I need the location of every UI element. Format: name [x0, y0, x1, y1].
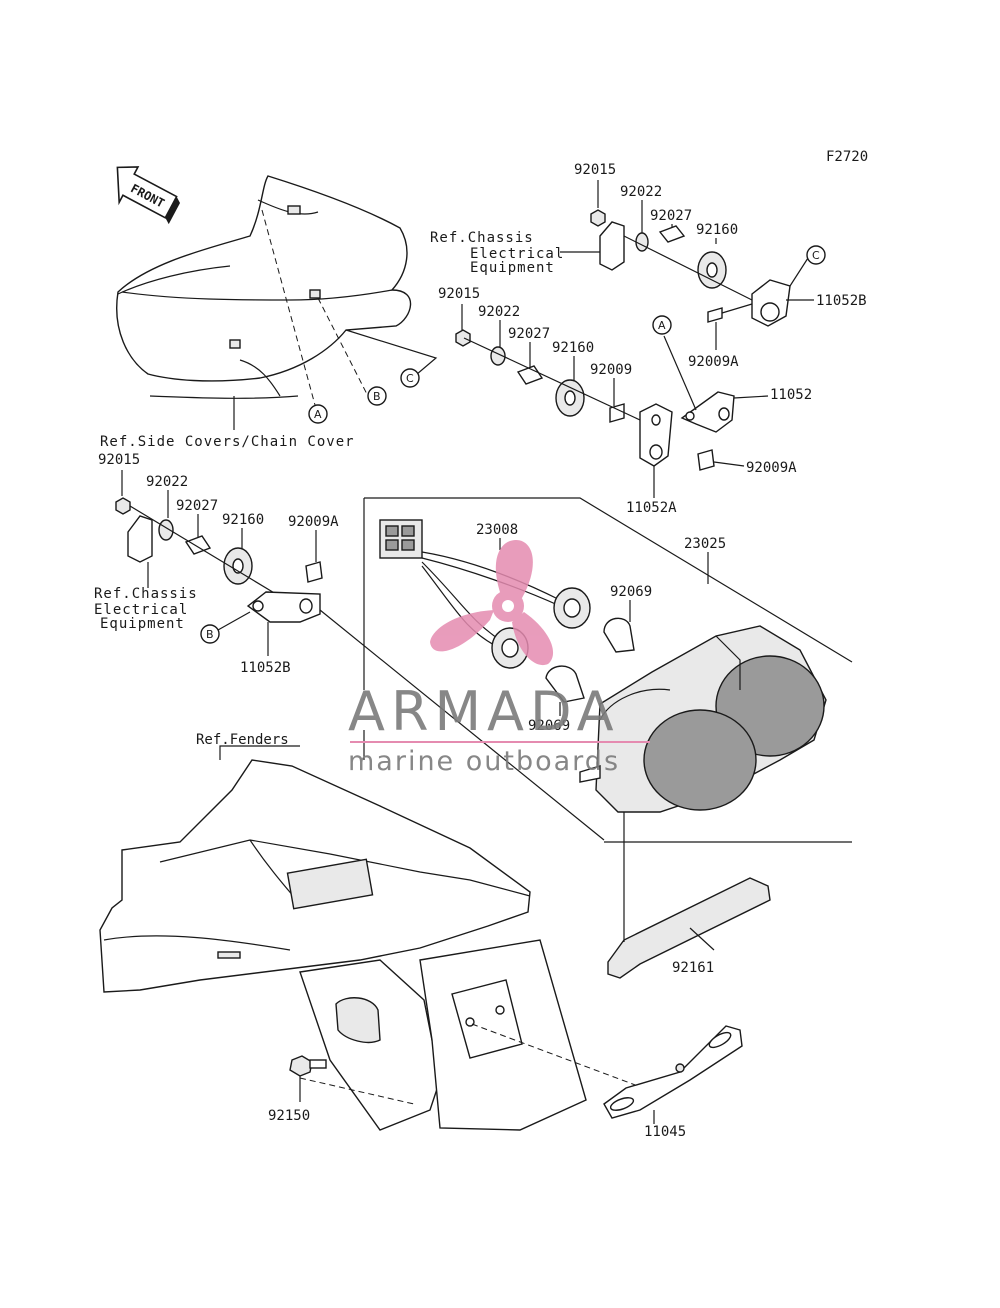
label-92009A-mid: 92009A: [746, 460, 797, 476]
ref-chassis-top-2: Electrical: [470, 246, 564, 262]
svg-text:B: B: [373, 390, 381, 403]
bolt-92150: [289, 1055, 327, 1077]
label-92069-b: 92069: [528, 718, 570, 734]
watermark-brand: ARMADA: [348, 680, 620, 743]
license-bracket-11045: [603, 1025, 743, 1119]
armada-watermark: ARMADA marine outboards: [348, 540, 650, 777]
label-92160-top: 92160: [696, 222, 738, 238]
bolt-92009A-mid: [697, 449, 715, 471]
callout-b-cowl: B: [367, 386, 387, 406]
bolt-92009A-left: [305, 561, 323, 583]
svg-text:C: C: [812, 249, 820, 262]
label-92015-mid: 92015: [438, 286, 480, 302]
svg-text:A: A: [658, 319, 666, 332]
label-92150: 92150: [268, 1108, 310, 1124]
bulb-92069-a: [603, 617, 635, 653]
bracket-92161: [607, 877, 771, 979]
label-92022-mid: 92022: [478, 304, 520, 320]
lamp-mount-stud: [579, 765, 601, 783]
ref-side-covers: Ref.Side Covers/Chain Cover: [100, 434, 355, 450]
callout-a-cowl: A: [308, 404, 328, 424]
label-92160-left: 92160: [222, 512, 264, 528]
callout-c-top: C: [806, 245, 826, 265]
bracket-11052: [680, 391, 735, 433]
washer-92022-top: [635, 232, 649, 252]
label-92015-top: 92015: [574, 162, 616, 178]
nut-92015-mid: [455, 329, 471, 347]
assembly-outline-top: [364, 497, 853, 663]
front-direction-arrow: FRONT: [116, 166, 181, 225]
bracket-11052A: [639, 403, 673, 467]
harness-connector: [379, 519, 423, 559]
harness-wire-1: [421, 551, 561, 601]
label-11045: 11045: [644, 1124, 686, 1140]
ref-chassis-left-1: Ref.Chassis: [94, 586, 198, 602]
tail-lamp-housing: [579, 625, 827, 813]
figure-code: F2720: [826, 149, 868, 165]
label-92009-mid: 92009: [590, 362, 632, 378]
bolt-92009A-top: [707, 307, 723, 323]
label-92009A-top: 92009A: [688, 354, 739, 370]
ref-chassis-left-2: Electrical: [94, 602, 188, 618]
ref-chassis-top-1: Ref.Chassis: [430, 230, 534, 246]
label-11052B-top: 11052B: [816, 293, 867, 309]
label-92027-mid: 92027: [508, 326, 550, 342]
collar-92027-top: [658, 225, 686, 243]
label-92069-a: 92069: [610, 584, 652, 600]
svg-text:A: A: [314, 408, 322, 421]
collar-92027-left: [184, 535, 212, 555]
rear-seat-cowl: [116, 175, 438, 417]
watermark-tagline: marine outboards: [348, 746, 620, 777]
label-92022-top: 92022: [620, 184, 662, 200]
label-92027-left: 92027: [176, 498, 218, 514]
label-11052: 11052: [770, 387, 812, 403]
nut-92015-left: [115, 497, 131, 515]
ref-fenders: Ref.Fenders: [196, 732, 289, 748]
callout-c-cowl: C: [400, 368, 420, 388]
svg-text:B: B: [206, 628, 214, 641]
ref-chassis-top-3: Equipment: [470, 260, 555, 276]
bracket-11052B-left: [246, 591, 321, 623]
label-92009A-left: 92009A: [288, 514, 339, 530]
label-23008: 23008: [476, 522, 518, 538]
label-92161: 92161: [672, 960, 714, 976]
label-23025: 23025: [684, 536, 726, 552]
ref-chassis-left-3: Equipment: [100, 616, 185, 632]
label-11052B-left: 11052B: [240, 660, 291, 676]
chassis-bracket-top: [599, 221, 625, 271]
label-92027-top: 92027: [650, 208, 692, 224]
label-92015-left: 92015: [98, 452, 140, 468]
chassis-bracket-left: [127, 515, 153, 563]
nut-92015-top: [590, 209, 606, 227]
washer-92022-mid: [490, 346, 506, 366]
callout-b-left: B: [200, 624, 220, 644]
bulb-socket-upper: [553, 587, 591, 629]
bulb-92069-b: [545, 665, 585, 703]
label-11052A: 11052A: [626, 500, 677, 516]
callout-a-mid: A: [652, 315, 672, 335]
label-92160-mid: 92160: [552, 340, 594, 356]
armada-propeller-logo: [430, 540, 554, 666]
rear-fender: [99, 745, 639, 1131]
label-92022-left: 92022: [146, 474, 188, 490]
svg-text:C: C: [406, 372, 414, 385]
bolt-92009-mid: [609, 403, 625, 423]
